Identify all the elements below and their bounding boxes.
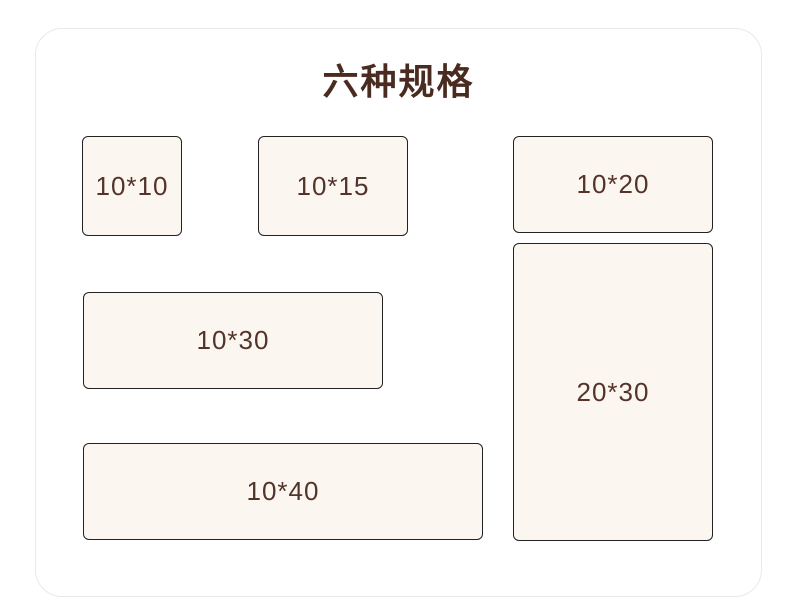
page-title: 六种规格 [322,61,475,102]
spec-label: 20*30 [576,376,650,407]
spec-box-10x20: 10*20 [513,136,713,233]
spec-label: 10*10 [95,170,169,201]
spec-box-10x30: 10*30 [83,292,383,389]
spec-label: 10*30 [196,325,270,355]
spec-box-10x40: 10*40 [83,443,483,540]
spec-label: 10*20 [576,169,650,199]
spec-box-20x30: 20*30 [513,243,713,541]
spec-label: 10*40 [246,476,320,506]
spec-box-10x15: 10*15 [258,136,408,236]
spec-label: 10*15 [296,170,370,201]
spec-box-10x10: 10*10 [82,136,182,236]
